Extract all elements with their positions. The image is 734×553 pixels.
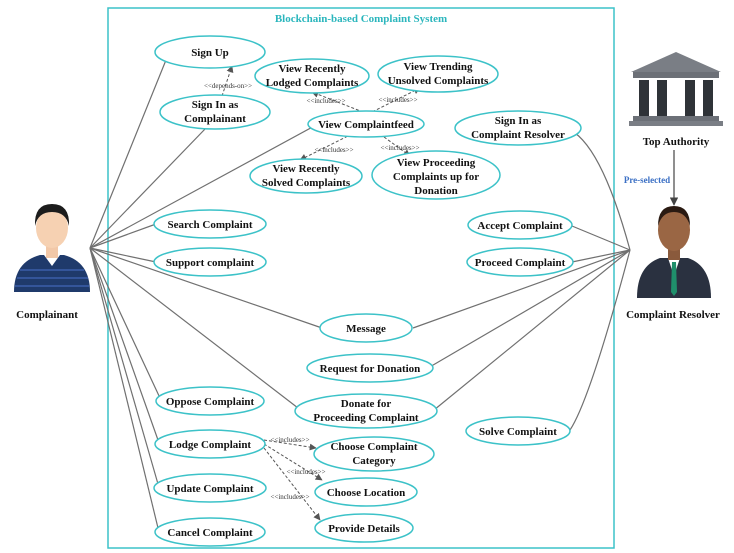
system-title: Blockchain-based Complaint System	[275, 13, 447, 25]
complainant-avatar-icon	[14, 204, 90, 292]
svg-text:View Recently: View Recently	[278, 63, 346, 75]
svg-text:Unsolved Complaints: Unsolved Complaints	[388, 75, 489, 87]
svg-text:Message: Message	[346, 323, 386, 335]
usecase-view-recent-solved[interactable]: View Recently Solved Complaints	[249, 158, 363, 194]
svg-text:View Complaintfeed: View Complaintfeed	[318, 119, 414, 131]
usecase-view-proceeding[interactable]: View Proceeding Complaints up for Donati…	[371, 150, 501, 200]
svg-text:Sign In as: Sign In as	[495, 115, 542, 127]
svg-text:Oppose Complaint: Oppose Complaint	[166, 396, 255, 408]
svg-text:View Proceeding: View Proceeding	[397, 157, 476, 169]
usecase-sign-in-complainant[interactable]: Sign In as Complainant	[159, 94, 271, 130]
svg-text:Sign Up: Sign Up	[191, 47, 229, 59]
usecase-choose-category[interactable]: Choose Complaint Category	[313, 436, 435, 472]
includes-label-trending: <<includes>>	[378, 96, 417, 104]
includes-label-solved: <<includes>>	[314, 146, 353, 154]
usecase-request-donation[interactable]: Request for Donation	[306, 353, 434, 383]
includes-label-category: <<includes>>	[270, 436, 309, 444]
svg-text:Lodge Complaint: Lodge Complaint	[169, 439, 252, 451]
includes-label-lodged: <<includes>>	[306, 97, 345, 105]
svg-text:Lodged Complaints: Lodged Complaints	[266, 77, 359, 89]
usecase-view-recent-lodged[interactable]: View Recently Lodged Complaints	[254, 58, 370, 94]
svg-text:Donation: Donation	[414, 185, 457, 197]
usecase-choose-location[interactable]: Choose Location	[314, 477, 418, 507]
svg-text:Update Complaint: Update Complaint	[166, 483, 253, 495]
includes-label-proceeding: <<includes>>	[380, 144, 419, 152]
usecase-update-complaint[interactable]: Update Complaint	[153, 473, 267, 503]
svg-text:Choose Location: Choose Location	[327, 487, 406, 499]
svg-text:Complaints up for: Complaints up for	[393, 171, 479, 183]
svg-text:Complainant: Complainant	[184, 113, 246, 125]
svg-text:Sign In as: Sign In as	[192, 99, 239, 111]
usecase-message[interactable]: Message	[319, 313, 413, 343]
usecase-view-trending[interactable]: View Trending Unsolved Complaints	[377, 55, 499, 93]
svg-text:Proceed Complaint: Proceed Complaint	[475, 257, 566, 269]
svg-text:Choose Complaint: Choose Complaint	[330, 441, 417, 453]
usecase-cancel-complaint[interactable]: Cancel Complaint	[154, 517, 266, 547]
preselected-label: Pre-selected	[624, 175, 670, 185]
complainant-associations	[89, 59, 323, 529]
complainant-actor: Complainant	[14, 204, 90, 321]
svg-text:Solve Complaint: Solve Complaint	[479, 426, 557, 438]
svg-text:Search Complaint: Search Complaint	[167, 219, 252, 231]
usecase-donate-proceeding[interactable]: Donate for Proceeding Complaint	[294, 393, 438, 429]
usecase-sign-in-resolver[interactable]: Sign In as Complaint Resolver	[454, 110, 582, 146]
usecase-view-complaintfeed[interactable]: View Complaintfeed	[307, 110, 425, 138]
svg-text:Provide Details: Provide Details	[328, 523, 400, 535]
usecase-accept-complaint[interactable]: Accept Complaint	[467, 210, 573, 240]
depends-on-label: <<depends-on>>	[204, 82, 252, 90]
svg-text:Solved Complaints: Solved Complaints	[262, 177, 351, 189]
svg-text:Category: Category	[352, 455, 396, 467]
courthouse-icon	[629, 52, 723, 126]
svg-text:Proceeding Complaint: Proceeding Complaint	[313, 412, 419, 424]
usecase-search-complaint[interactable]: Search Complaint	[153, 209, 267, 239]
includes-label-location: <<includes>>	[286, 468, 325, 476]
usecase-provide-details[interactable]: Provide Details	[314, 513, 414, 543]
resolver-avatar-icon	[637, 206, 711, 298]
includes-label-details: <<includes>>	[270, 493, 309, 501]
system-boundary	[107, 7, 615, 549]
svg-text:View Recently: View Recently	[272, 163, 340, 175]
include-relations	[221, 65, 421, 521]
authority-actor: Top Authority	[629, 52, 723, 148]
svg-text:Donate for: Donate for	[341, 398, 392, 410]
resolver-label: Complaint Resolver	[626, 309, 720, 321]
usecase-sign-up[interactable]: Sign Up	[154, 35, 266, 69]
resolver-actor: Complaint Resolver	[626, 206, 720, 321]
svg-text:Complaint Resolver: Complaint Resolver	[471, 129, 565, 141]
usecase-lodge-complaint[interactable]: Lodge Complaint	[154, 429, 266, 459]
svg-text:Request for Donation: Request for Donation	[320, 363, 421, 375]
svg-text:Cancel Complaint: Cancel Complaint	[167, 527, 253, 539]
svg-text:Accept Complaint: Accept Complaint	[477, 220, 563, 232]
svg-text:View Trending: View Trending	[404, 61, 473, 73]
complainant-label: Complainant	[16, 309, 78, 321]
authority-label: Top Authority	[643, 136, 710, 148]
usecase-support-complaint[interactable]: Support complaint	[153, 247, 267, 277]
usecase-proceed-complaint[interactable]: Proceed Complaint	[466, 247, 574, 277]
usecase-solve-complaint[interactable]: Solve Complaint	[465, 416, 571, 446]
usecase-oppose-complaint[interactable]: Oppose Complaint	[155, 386, 265, 416]
svg-text:Support complaint: Support complaint	[166, 257, 255, 269]
